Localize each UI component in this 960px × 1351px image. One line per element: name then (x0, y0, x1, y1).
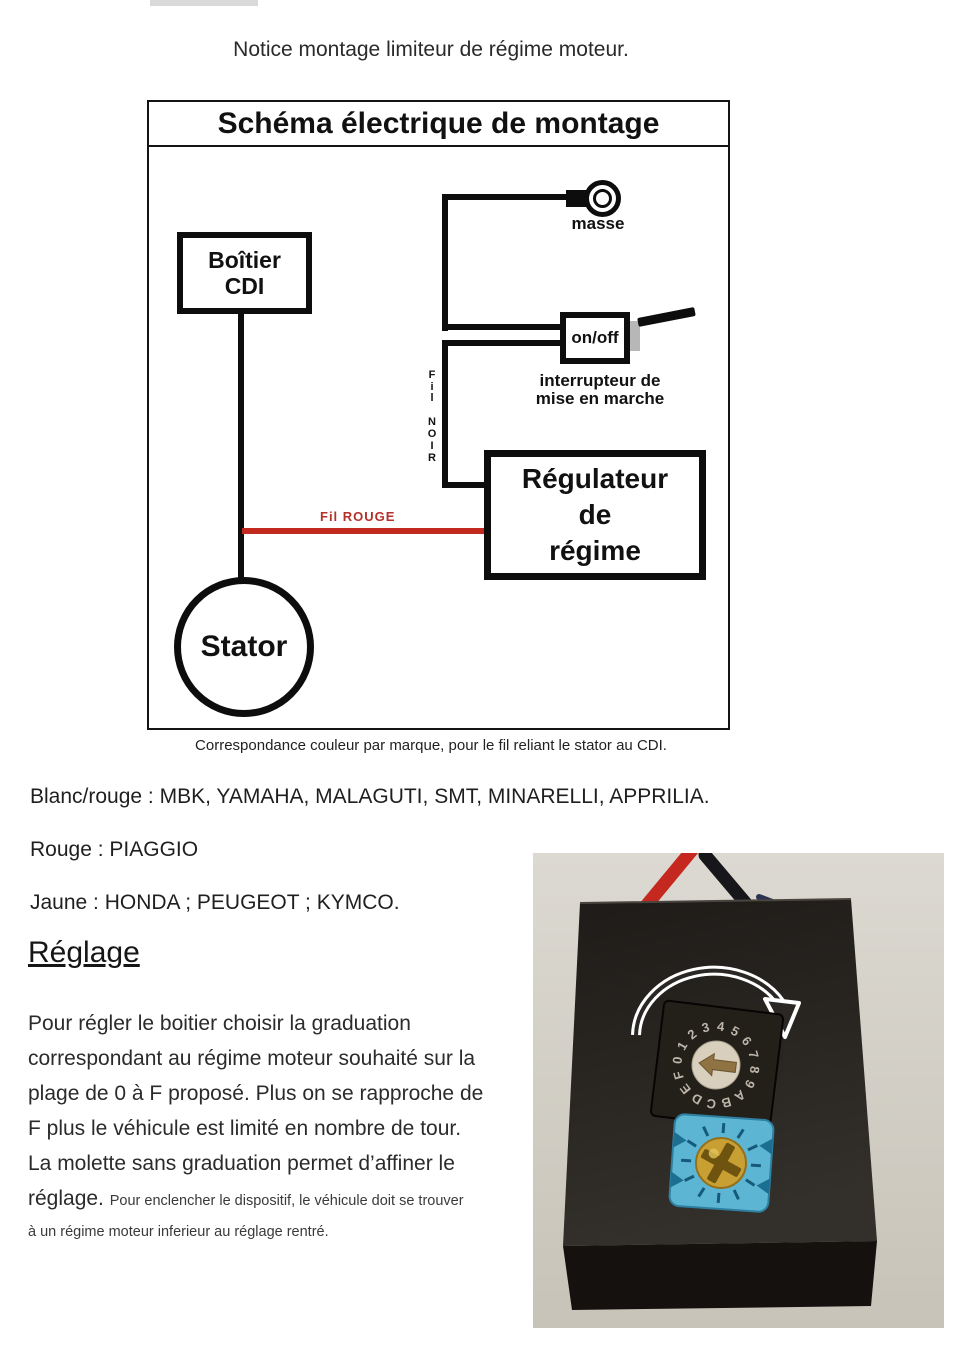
regulator-wire-horizontal (442, 482, 490, 488)
red-wire-label: Fil ROUGE (320, 509, 396, 524)
onoff-switch-box: on/off (560, 312, 630, 364)
svg-text:B: B (720, 1094, 733, 1111)
switch-bushing (630, 321, 640, 351)
regulator-label-line2: de (578, 499, 612, 530)
switch-wire-lower (442, 340, 560, 346)
red-power-wire (638, 853, 699, 914)
reglage-line3: plage de 0 à F proposé. Plus on se rappr… (28, 1082, 484, 1105)
black-wire-vertical (442, 340, 448, 488)
scan-artifact (150, 0, 258, 6)
trimmer-tick-marks (680, 1122, 762, 1204)
svg-text:7: 7 (745, 1049, 761, 1060)
svg-text:F: F (670, 1070, 687, 1082)
reglage-paragraph: Pour régler le boitier choisir la gradua… (28, 1006, 540, 1245)
svg-text:8: 8 (747, 1065, 763, 1074)
diagram-caption: Correspondance couleur par marque, pour … (195, 737, 667, 754)
reglage-line7-small: à un régime moteur inferieur au réglage … (28, 1224, 329, 1240)
wiring-diagram: Schéma électrique de montage masse Boîti… (147, 100, 730, 730)
stator-circle: Stator (174, 577, 314, 717)
svg-text:C: C (705, 1096, 717, 1112)
reglage-line2: correspondant au régime moteur souhaité … (28, 1047, 476, 1070)
correspondence-line-jaune: Jaune : HONDA ; PEUGEOT ; KYMCO. (30, 891, 400, 914)
switch-caption: interrupteur de mise en marche (515, 372, 685, 408)
svg-text:4: 4 (716, 1018, 726, 1034)
correspondence-line-rouge: Rouge : PIAGGIO (30, 838, 199, 861)
reglage-line6-large: réglage. (28, 1187, 104, 1210)
dial-arrow-pointer (698, 1052, 738, 1077)
cdi-stator-wire (238, 314, 244, 578)
regulator-label-line1: Régulateur (521, 463, 669, 494)
switch-caption-line2: mise en marche (535, 389, 665, 408)
reglage-line6-small: Pour enclencher le dispositif, le véhicu… (109, 1193, 464, 1209)
ground-wire-vertical (442, 194, 448, 331)
correspondence-line-blanc-rouge: Blanc/rouge : MBK, YAMAHA, MALAGUTI, SMT… (30, 785, 710, 808)
black-wire-label-fil: F i l (428, 369, 436, 404)
ring-terminal-icon (584, 180, 621, 217)
regulator-box: Régulateur de régime (484, 450, 706, 580)
stator-label: Stator (200, 630, 288, 663)
cdi-box-label-line2: CDI (224, 273, 265, 299)
reglage-line5: La molette sans graduation permet d’affi… (28, 1152, 455, 1175)
cdi-box-label-line1: Boîtier (208, 247, 281, 273)
switch-lever (637, 307, 696, 327)
reglage-line1: Pour régler le boitier choisir la gradua… (28, 1012, 411, 1035)
red-wire (242, 528, 488, 534)
svg-text:0: 0 (669, 1056, 685, 1065)
black-wire-label-noir: N O I R (427, 416, 437, 464)
reglage-heading: Réglage (28, 936, 140, 969)
diagram-title: Schéma électrique de montage (149, 102, 728, 147)
onoff-label: on/off (571, 328, 619, 347)
black-power-wire (698, 853, 756, 914)
svg-text:3: 3 (700, 1019, 711, 1035)
switch-caption-line1: interrupteur de (539, 371, 661, 390)
ring-terminal-hole (593, 189, 612, 208)
ground-label: masse (571, 214, 625, 233)
regulator-label-line3: régime (549, 535, 641, 566)
page-title: Notice montage limiteur de régime moteur… (233, 38, 629, 61)
trimmer-potentiometer (668, 1113, 775, 1213)
reglage-line4: F plus le véhicule est limité en nombre … (28, 1117, 462, 1140)
cdi-box: Boîtier CDI (177, 232, 312, 314)
ground-wire-horizontal (445, 194, 570, 200)
ring-terminal-crimp (566, 190, 586, 207)
switch-wire-upper (445, 324, 560, 330)
